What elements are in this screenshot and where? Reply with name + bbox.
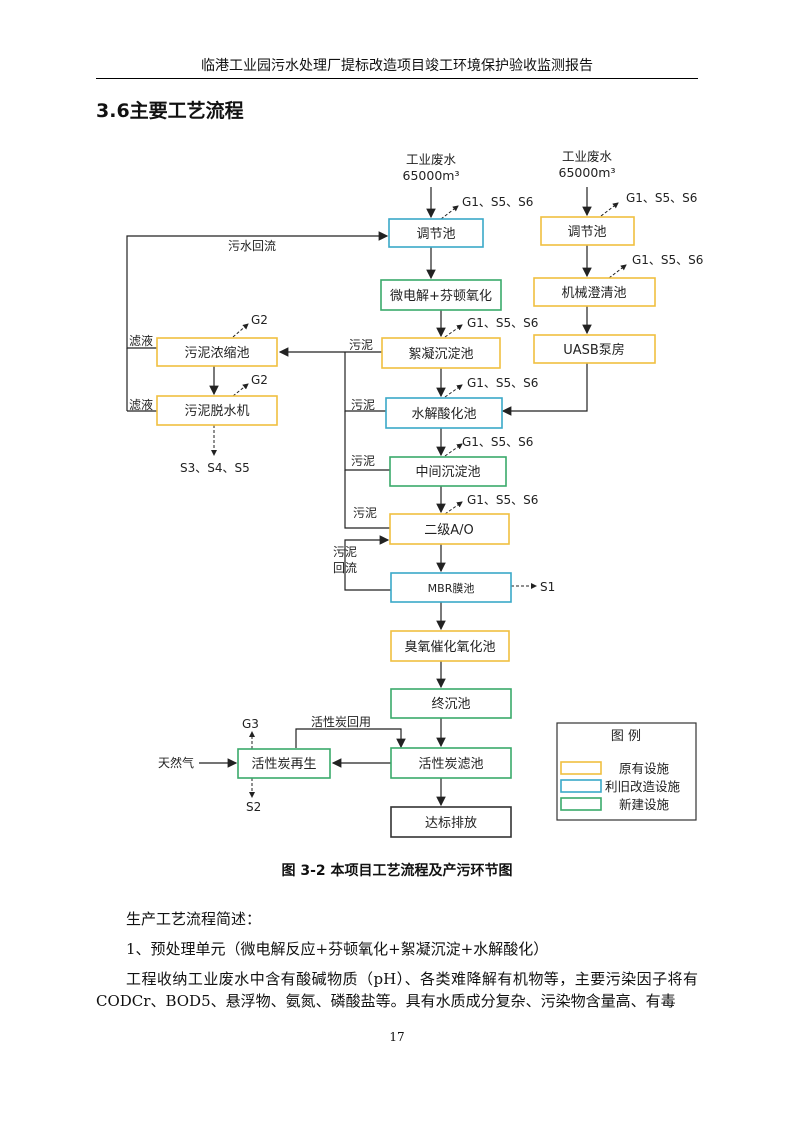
label-wuni-4: 污泥	[353, 506, 377, 520]
emission-tiaojie-left: G1、S5、S6	[462, 195, 533, 209]
box-huoxingtan-zai	[237, 748, 331, 779]
label-huoxingtan-zai: 活性炭再生	[251, 757, 316, 772]
paragraph-step-1: 1、预处理单元（微电解反应+芬顿氧化+絮凝沉淀+水解酸化）	[126, 940, 549, 958]
label-tianranqi: 天然气	[158, 755, 194, 770]
label-wuni-1: 污泥	[349, 338, 373, 352]
emission-shuijie: G1、S5、S6	[467, 376, 538, 390]
label-erji: 二级A/O	[424, 523, 474, 538]
box-mbr	[390, 572, 512, 603]
label-tiaojie-right: 调节池	[567, 225, 606, 240]
emission-erji: G1、S5、S6	[467, 493, 538, 507]
label-lvye-1: 滤液	[129, 333, 153, 348]
label-wuni-3: 污泥	[351, 454, 375, 468]
box-zhongjian	[389, 456, 507, 487]
box-jixie	[533, 277, 656, 307]
page-number: 17	[389, 1030, 405, 1044]
emission-zhongjian: G1、S5、S6	[462, 435, 533, 449]
paragraph-intro: 生产工艺流程简述：	[126, 910, 262, 928]
legend-label-original: 原有设施	[619, 761, 670, 776]
emission-tiaojie-right: G1、S5、S6	[626, 191, 697, 205]
input-right-label: 工业废水	[562, 149, 613, 164]
emission-jixie: G1、S5、S6	[632, 253, 703, 267]
box-wuni-nongsuo	[156, 337, 278, 367]
box-zhongchen	[390, 688, 512, 719]
box-xuning	[381, 337, 501, 369]
emission-s3s4s5: S3、S4、S5	[180, 461, 250, 475]
label-wushui-huiliu: 污水回流	[228, 239, 276, 253]
box-huoxingtan-lv	[390, 747, 512, 779]
label-wuni-nongsuo: 污泥浓缩池	[184, 345, 249, 361]
box-tiaojie-left	[388, 218, 484, 248]
input-right-volume: 65000m³	[559, 165, 616, 180]
legend-swatch-renovated	[560, 779, 602, 793]
label-jixie: 机械澄清池	[561, 286, 626, 301]
input-left-label: 工业废水	[406, 152, 457, 167]
emission-s2: S2	[246, 800, 261, 814]
emission-xuning: G1、S5、S6	[467, 316, 538, 330]
label-xuning: 絮凝沉淀池	[408, 346, 473, 362]
emission-g2-nongsuo: G2	[251, 313, 268, 327]
label-wuni-tuoshui: 污泥脱水机	[184, 404, 249, 419]
label-wuni-2: 污泥	[351, 398, 375, 412]
box-shuijie	[385, 397, 503, 429]
label-zhongjian: 中间沉淀池	[415, 465, 480, 480]
box-chouyang	[390, 630, 510, 662]
label-tiaojie-left: 调节池	[416, 227, 455, 242]
box-uasb	[533, 334, 656, 364]
label-zhongchen: 终沉池	[431, 696, 470, 712]
legend-swatch-new	[560, 797, 602, 811]
label-chouyang: 臭氧催化氧化池	[404, 640, 495, 655]
box-erji	[389, 513, 510, 545]
process-flow-diagram: 调节池 微电解+芬顿氧化 絮凝沉淀池 水解酸化池 中间沉淀池 二级A/O MBR…	[126, 149, 703, 838]
label-shuijie: 水解酸化池	[411, 407, 476, 422]
emission-s1: S1	[540, 580, 555, 594]
label-mbr: MBR膜池	[428, 582, 475, 595]
legend: 图 例 原有设施 利旧改造设施 新建设施	[556, 722, 697, 821]
section-title: 3.6主要工艺流程	[96, 100, 244, 122]
label-wuni-huiliu-2: 回流	[333, 561, 357, 575]
box-dabiao	[390, 806, 512, 838]
label-wuni-huiliu-1: 污泥	[333, 545, 357, 559]
box-tiaojie-right	[540, 216, 635, 246]
label-dabiao: 达标排放	[425, 816, 477, 831]
emission-g3: G3	[242, 717, 259, 731]
label-weidianjie: 微电解+芬顿氧化	[390, 289, 492, 304]
figure-caption: 图 3-2 本项目工艺流程及产污环节图	[281, 863, 513, 879]
box-weidianjie	[380, 279, 502, 311]
legend-title: 图 例	[611, 729, 641, 744]
input-left-volume: 65000m³	[403, 168, 460, 183]
label-uasb: UASB泵房	[563, 342, 625, 358]
label-huoxingtan-huiyong: 活性炭回用	[311, 715, 371, 729]
box-wuni-tuoshui	[156, 395, 278, 426]
legend-label-renovated: 利旧改造设施	[605, 779, 681, 794]
page-header: 临港工业园污水处理厂提标改造项目竣工环境保护验收监测报告	[96, 56, 698, 79]
legend-label-new: 新建设施	[619, 797, 670, 812]
paragraph-body: 工程收纳工业废水中含有酸碱物质（pH）、各类难降解有机物等，主要污染因子将有 C…	[96, 970, 698, 1010]
label-lvye-2: 滤液	[129, 397, 153, 412]
label-huoxingtan-lv: 活性炭滤池	[418, 757, 483, 772]
emission-g2-tuoshui: G2	[251, 373, 268, 387]
legend-swatch-original	[560, 761, 602, 775]
